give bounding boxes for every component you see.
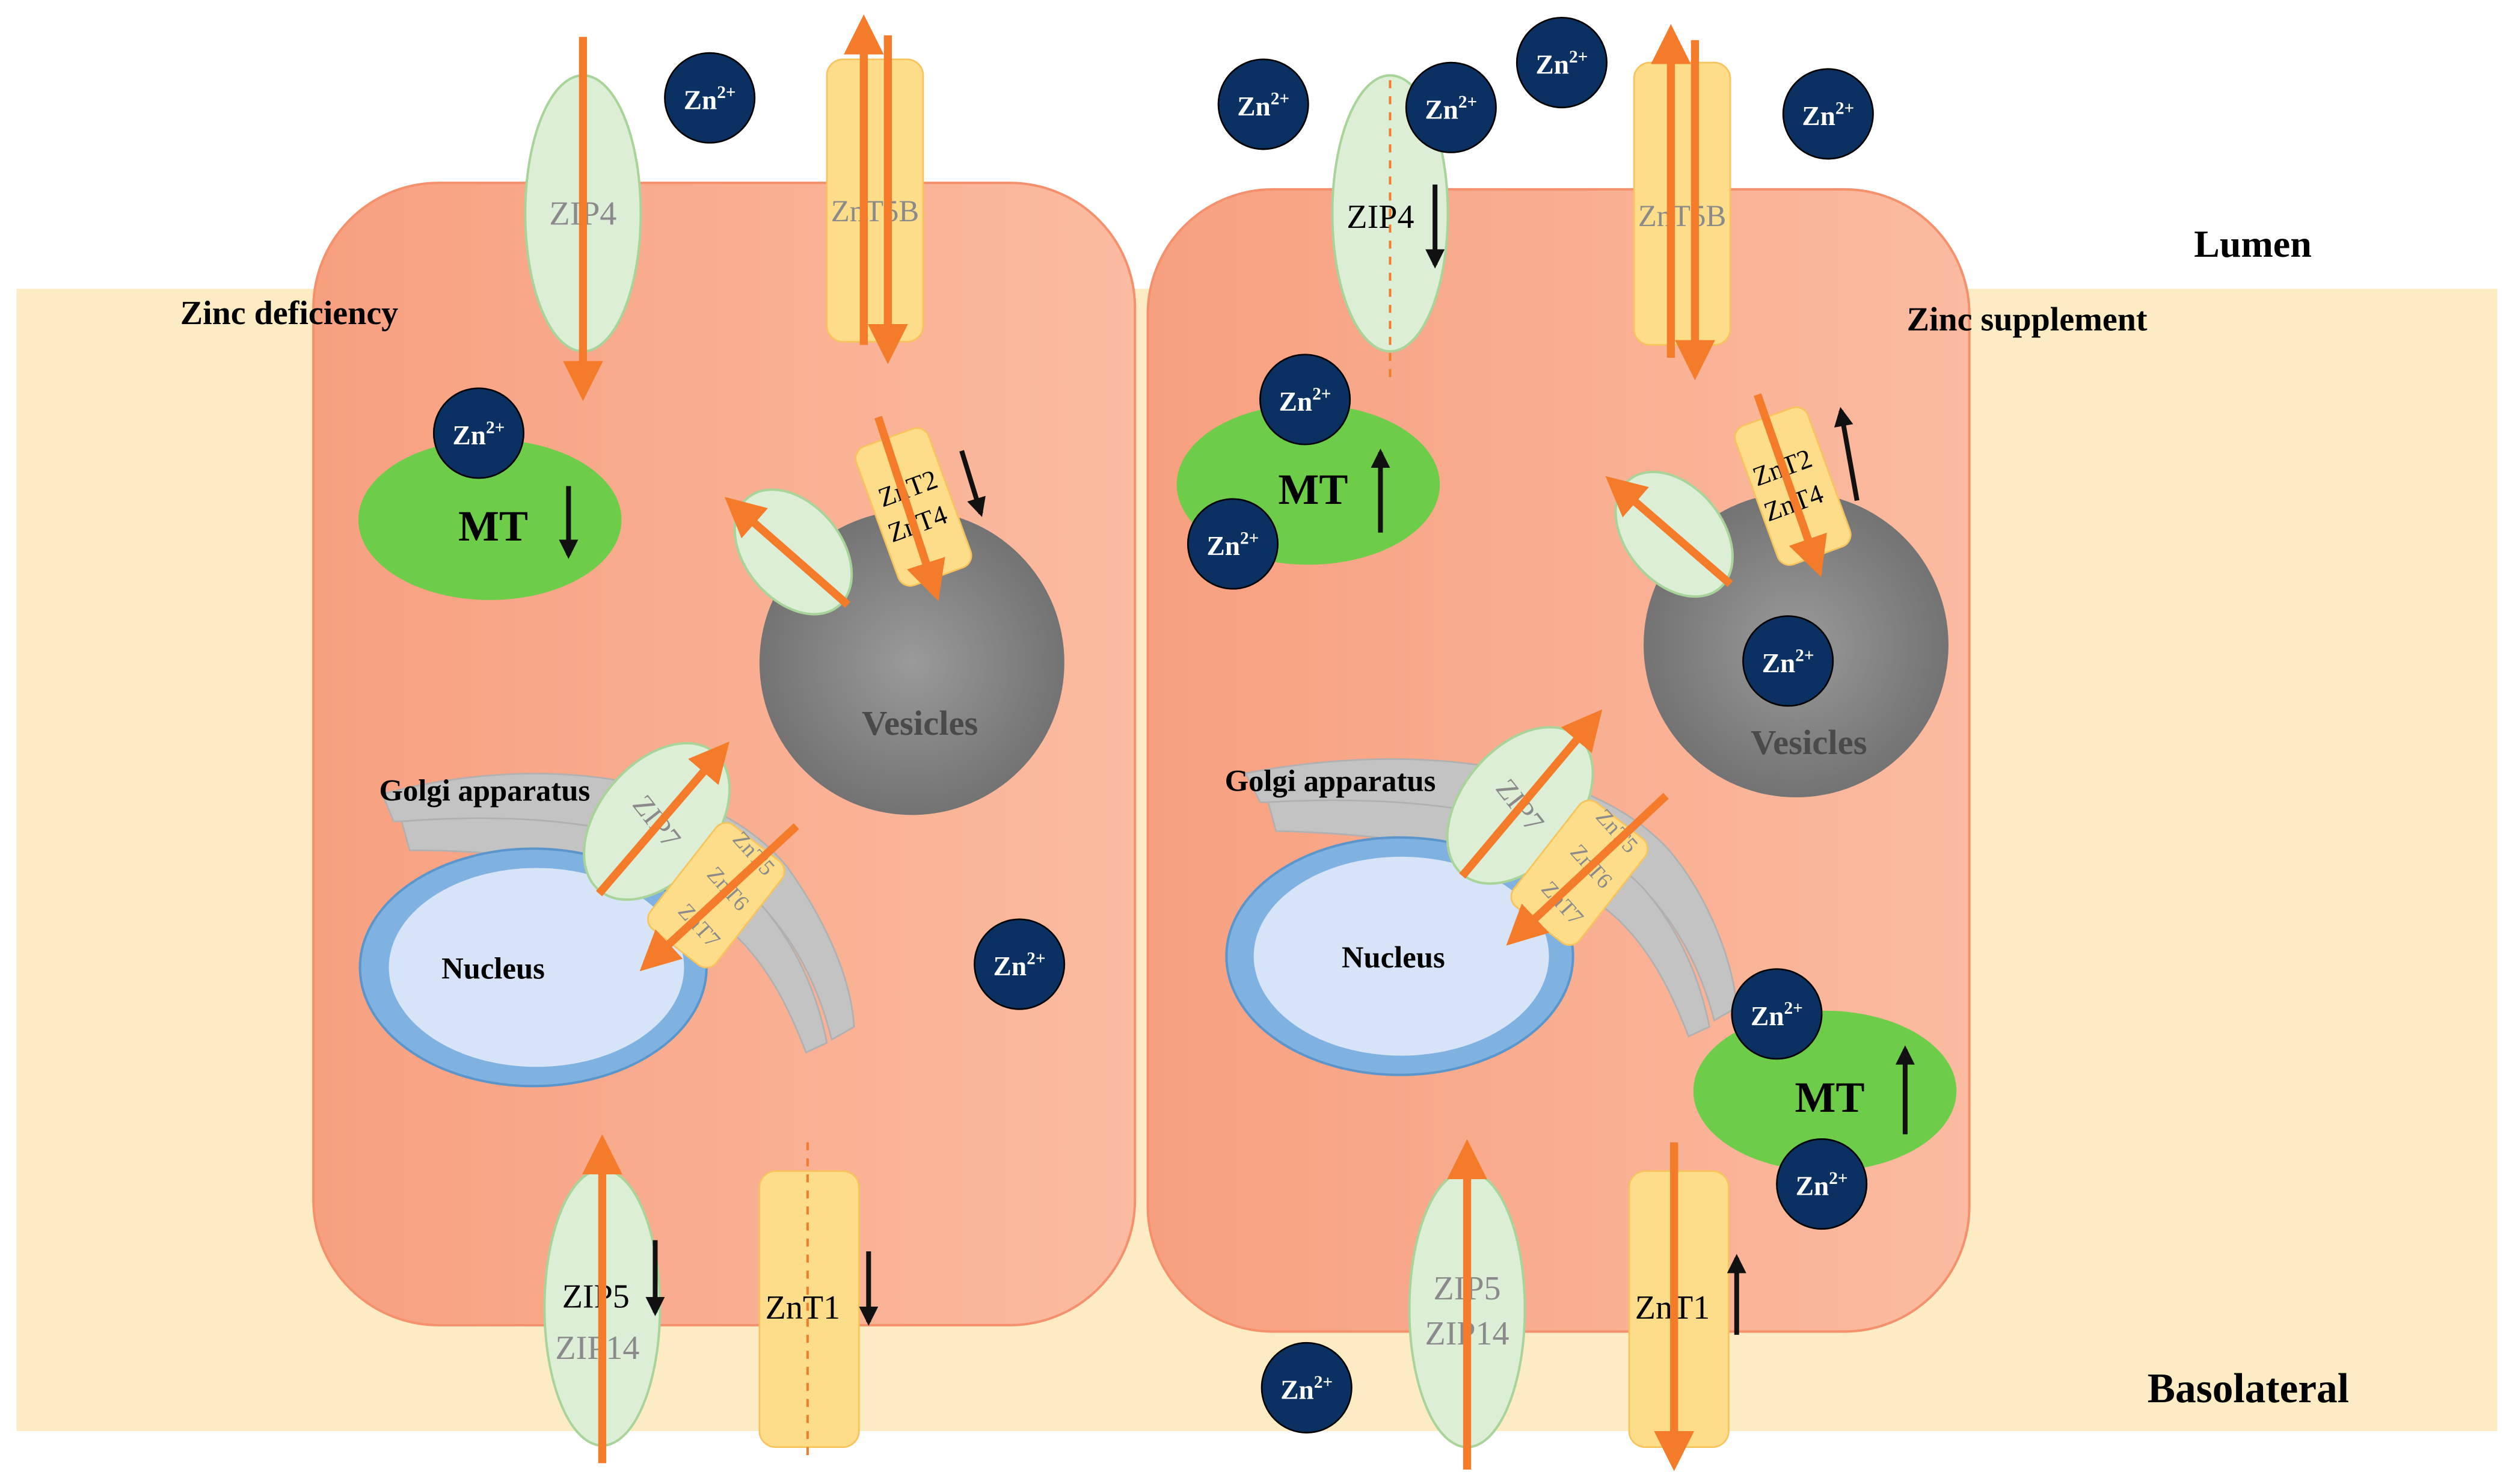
lumen-label: Lumen [2194,222,2312,265]
svg-text:Zn2+: Zn2+ [1536,48,1588,80]
svg-text:Zn2+: Zn2+ [1762,646,1814,678]
mt-label: MT [1795,1073,1865,1121]
znt2-znt4-import-arrow [1754,393,1827,577]
zip7-export-arrow [1459,709,1603,879]
znt2-znt4-import-arrow [874,415,945,601]
znt2-znt4-up-arrow [1834,406,1859,501]
znt2-znt4-down-arrow [959,450,986,517]
nucleus-label: Nucleus [441,952,545,986]
svg-text:Zn2+: Zn2+ [1207,529,1259,561]
zip4-label: ZIP4 [1347,198,1414,236]
vesicles-label: Vesicles [862,704,978,743]
metallothionein [358,440,622,600]
vesicle-zip-export-arrow [724,497,851,608]
mt-label: MT [1278,465,1348,514]
mt-label: MT [458,502,528,550]
zinc-ion: Zn2+ [432,387,525,479]
nucleus [1253,856,1549,1056]
zip14-label: ZIP14 [555,1329,639,1367]
svg-text:Zn2+: Zn2+ [1802,99,1854,131]
znt5b-label: ZnT5B [1638,199,1726,233]
zinc-supplement-label: Zinc supplement [1907,301,2148,339]
zinc-ion: Zn2+ [664,52,756,144]
svg-text:Zn2+: Zn2+ [1279,384,1331,417]
zinc-ion: Zn2+ [1782,68,1874,160]
zinc-ion: Zn2+ [1516,17,1608,109]
nucleus [388,868,684,1067]
svg-text:Zn2+: Zn2+ [1425,93,1477,125]
svg-text:Zn2+: Zn2+ [1280,1373,1333,1405]
zip7-export-arrow [596,741,729,897]
zinc-ion: Zn2+ [1742,615,1834,707]
basolateral-label: Basolateral [2148,1366,2349,1412]
zip5-label: ZIP5 [562,1278,630,1316]
zinc-deficiency-label: Zinc deficiency [180,295,399,332]
vesicles-label: Vesicles [1751,723,1867,762]
zinc-ion: Zn2+ [974,918,1066,1010]
znt5-6-7-import-arrow [639,823,799,972]
zinc-ion: Zn2+ [1776,1138,1868,1230]
svg-text:Zn2+: Zn2+ [453,418,505,450]
golgi-label: Golgi apparatus [379,773,591,807]
zinc-ion: Zn2+ [1217,58,1309,150]
svg-text:Zn2+: Zn2+ [1237,89,1289,121]
zinc-ion: Zn2+ [1259,354,1351,446]
svg-text:Zn2+: Zn2+ [993,949,1046,982]
zinc-ion: Zn2+ [1261,1341,1353,1433]
svg-text:Zn2+: Zn2+ [684,83,736,115]
zinc-ion: Zn2+ [1405,61,1497,153]
znt5b-label: ZnT5B [831,194,919,228]
golgi-label: Golgi apparatus [1225,764,1436,797]
vesicle-zip-export-arrow [1605,476,1733,587]
nucleus-label: Nucleus [1342,940,1445,974]
svg-text:Zn2+: Zn2+ [1796,1169,1848,1201]
znt5-6-7-import-arrow [1506,793,1669,946]
zinc-ion: Zn2+ [1731,968,1823,1060]
svg-text:Zn2+: Zn2+ [1751,999,1803,1031]
zinc-ion: Zn2+ [1187,498,1279,590]
znt1-label: ZnT1 [766,1289,840,1326]
